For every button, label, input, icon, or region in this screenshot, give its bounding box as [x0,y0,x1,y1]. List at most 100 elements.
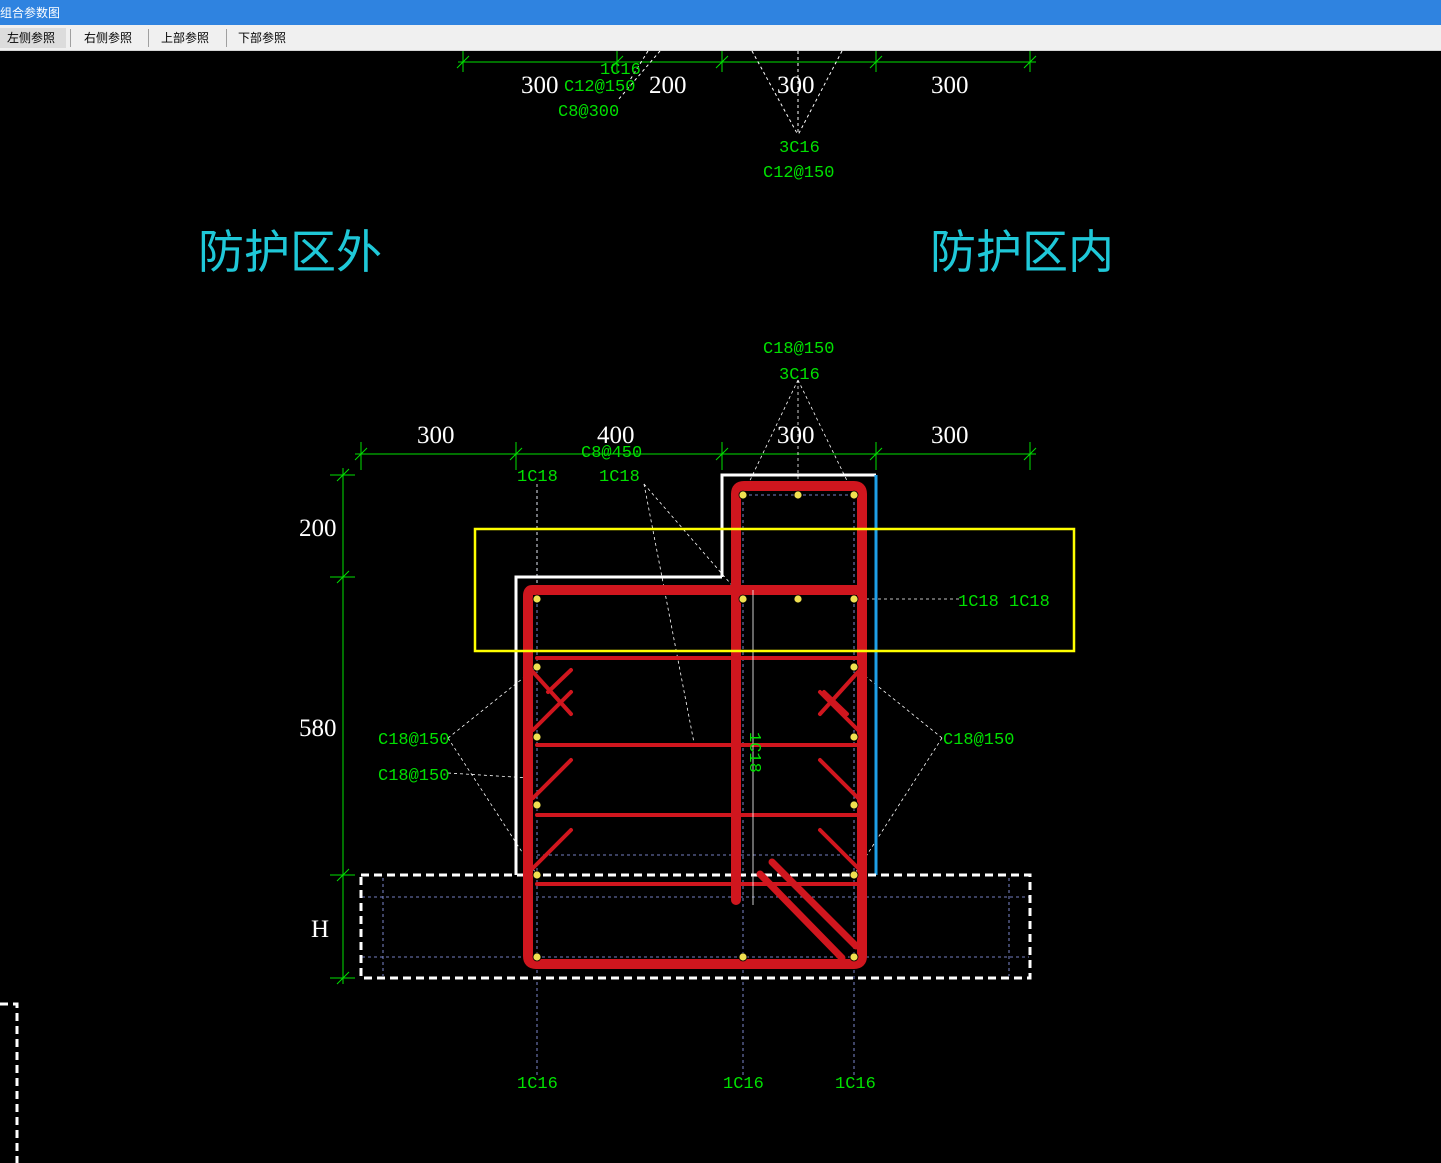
rebar-dot [738,952,748,962]
top-leaders [617,51,843,136]
leader-line [643,483,696,749]
dim-400: 400 [597,422,635,449]
rebar-label: 3C16 [779,139,820,158]
rebar-label: 1C16 [835,1075,876,1094]
hook-bar [546,668,573,694]
hook-bar [818,828,860,870]
rebar-label: 1C16 [517,1075,558,1094]
rebar-label: C18@150 [378,731,449,750]
rebar-dot [849,800,859,810]
dim-slash [869,55,883,69]
toolbar-separator [226,29,227,47]
rebar-dot [849,594,859,604]
vertical-rebar-label: 1C18 [744,732,763,773]
dim-300: 300 [417,422,455,449]
rebar-dot [738,490,748,500]
dim-300: 300 [777,72,815,99]
dim-slash [336,971,350,985]
footing-outline [359,873,1032,980]
dim-580: 580 [299,715,337,742]
dim-slash [869,447,883,461]
hook-bar [822,690,849,716]
dim-h: H [311,916,329,943]
dim-slash [1023,55,1037,69]
rebar-label: 1C18 [1009,593,1050,612]
wall-outline-top [720,473,876,577]
wall-outline-left [514,575,722,875]
rebar-dot [532,870,542,880]
tab-top-reference[interactable]: 上部参照 [161,31,210,45]
dim-200: 200 [649,72,687,99]
rebar-dot [849,870,859,880]
rebar-dot [532,952,542,962]
dim-300: 300 [931,72,969,99]
rebar-dots [532,490,859,962]
leader-line [447,772,531,779]
tab-right-reference[interactable]: 右侧参照 [84,31,133,45]
vertical-dimension [330,468,355,985]
toolbar-separator [148,29,149,47]
leader-line [643,483,744,599]
dim-slash [715,447,729,461]
dim-slash [456,55,470,69]
title-bar: 组合参数图 [0,0,1441,25]
diagonal-bar [768,858,860,950]
drawing-canvas[interactable]: 300 200 300 300 1C16 C12@150 C8@300 3C16… [0,51,1441,1163]
horizontal-dimension [354,442,1037,470]
hook-bar [818,758,860,800]
dim-300: 300 [931,422,969,449]
dim-slash [1023,447,1037,461]
dim-slash [354,447,368,461]
zone-outside-title: 防护区外 [198,225,382,279]
rebar-label: 3C16 [779,366,820,385]
rebar-label: C18@150 [378,767,449,786]
hook-bar [818,690,860,732]
rebar-dot [532,594,542,604]
rebar-dot [793,490,803,500]
rebar-dot [849,662,859,672]
rebar-label: C12@150 [763,164,834,183]
diagonal-bar [756,870,846,962]
hook-bar [818,670,860,716]
rebar-dot [793,594,803,604]
rebar-label: 1C16 [723,1075,764,1094]
rebar-label: C18@150 [943,731,1014,750]
dim-slash [336,468,350,482]
leader-line [617,51,661,101]
leader-line [797,51,843,136]
leader-line [853,666,943,739]
rebar-dot [532,800,542,810]
rebar-dot [532,732,542,742]
hook-bar [531,758,573,800]
dim-slash [336,570,350,584]
rebar-label: 1C16 [600,61,641,80]
rebar-dot [532,662,542,672]
reference-toolbar: 左侧参照 右侧参照 上部参照 下部参照 [0,25,1441,51]
leader-line [447,666,538,739]
leader-line [751,51,799,136]
rebar-label: C8@450 [581,444,642,463]
hook-bar [531,690,573,732]
dim-slash [336,868,350,882]
adjacent-footing-outline [0,1002,19,1163]
rebar-dot [849,490,859,500]
hook-bar [531,828,573,870]
hook-bar [531,670,573,716]
main-stirrup [523,481,867,969]
dim-300: 300 [521,72,559,99]
selection-highlight[interactable] [473,527,1076,653]
top-section [456,51,1037,72]
zone-inside-title: 防护区内 [930,225,1114,279]
rebar-label: C8@300 [558,103,619,122]
rebar-label: C12@150 [564,78,635,97]
dim-slash [715,55,729,69]
dim-200: 200 [299,515,337,542]
toolbar-separator [70,29,71,47]
tab-bottom-reference[interactable]: 下部参照 [238,31,287,45]
rebar-label: C18@150 [763,340,834,359]
dim-slash [509,447,523,461]
rebar-cage [523,481,867,969]
tab-left-reference[interactable]: 左侧参照 [0,28,66,48]
rebar-dot [849,732,859,742]
leader-line [853,737,943,876]
